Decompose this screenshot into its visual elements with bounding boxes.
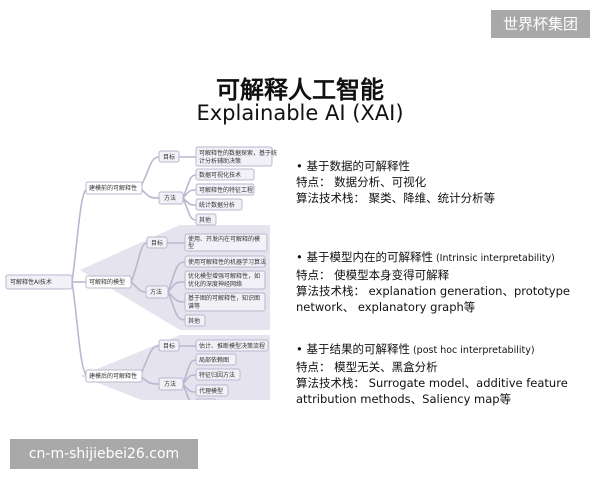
section-post-hoc-heading: • 基于结果的可解释性 (post hoc interpretability)	[296, 341, 596, 359]
branch3-method-1	[195, 353, 237, 366]
branch1-method-4	[195, 213, 217, 226]
branch1-method-1	[195, 168, 255, 181]
branch2-goal-line2: 型	[188, 242, 194, 250]
section-post-hoc-feature: 特点： 模型无关、黑盒分析	[296, 360, 438, 374]
branch3-goal-label: 目标	[163, 342, 175, 350]
branch1-method-label: 方法	[164, 194, 176, 202]
branch1-node	[85, 181, 143, 195]
branch1-goal-line1: 可解释性的数据探索，基于统	[199, 149, 277, 157]
section-data-based-feature: 特点： 数据分析、可视化	[296, 175, 427, 189]
branch3-goal-detail	[195, 339, 269, 352]
branch2-method-3	[184, 292, 266, 312]
branch2-method-1	[184, 255, 266, 268]
branch1-method-3	[195, 198, 243, 211]
branch3-label: 建模后的可解释性	[89, 372, 137, 380]
branch2-method-2-line1: 优化模型增强可解释性，如	[188, 272, 260, 280]
section-post-hoc-heading-en: (post hoc interpretability)	[409, 345, 535, 356]
branch2-goal-node	[146, 236, 168, 249]
branch2-method-label: 方法	[150, 288, 162, 296]
section-post-hoc: • 基于结果的可解释性 (post hoc interpretability) …	[296, 341, 596, 407]
section-intrinsic: • 基于模型内在的可解释性 (Intrinsic interpretabilit…	[296, 249, 596, 315]
edge-root-branch3	[71, 281, 89, 377]
branch1-goal-node	[158, 150, 180, 163]
section-post-hoc-tech: 算法技术栈： Surrogate model、additive feature …	[296, 376, 568, 406]
section-intrinsic-tech: 算法技术栈： explanation generation、prototype …	[296, 284, 570, 314]
section-intrinsic-heading-cn: • 基于模型内在的可解释性	[296, 250, 433, 264]
branch1-goal-detail	[195, 146, 273, 167]
branch2-method-3-line2: 谱等	[188, 302, 200, 310]
branch3-method-1-label: 局部依赖图	[199, 356, 229, 364]
branch3-method-3	[195, 384, 229, 397]
branch3-method-4	[195, 398, 217, 400]
section-data-based-tech: 算法技术栈： 聚类、降维、统计分析等	[296, 191, 496, 205]
branch1-method-1-label: 数据可视化技术	[199, 171, 241, 179]
branch1-method-3-label: 统计数据分析	[199, 201, 235, 209]
branch3-method-3-label: 代理模型	[199, 387, 223, 395]
section-intrinsic-feature: 特点： 使模型本身变得可解释	[296, 268, 450, 282]
branch1-goal-label: 目标	[163, 153, 175, 161]
branch1-label: 建模前的可解释性	[89, 184, 137, 192]
page-subtitle: Explainable AI (XAI)	[196, 101, 404, 125]
section-intrinsic-heading: • 基于模型内在的可解释性 (Intrinsic interpretabilit…	[296, 249, 596, 267]
branch3-method-node	[158, 377, 184, 391]
section-data-based-heading: • 基于数据的可解释性	[296, 159, 410, 173]
brand-badge: 世界杯集团	[491, 10, 590, 38]
branch1-goal-line2: 计分析辅助决策	[199, 157, 241, 165]
branch2-method-node	[145, 285, 169, 299]
mindmap-diagram: 可解释性AI技术 建模前的可解释性 目标 可解释性的数据探索，基于统 计分析辅助…	[5, 146, 277, 400]
branch2-goal-line1: 使用、开发内在可解释的模	[188, 235, 260, 243]
branch2-goal-detail	[184, 233, 268, 252]
branch2-label: 可解释的模型	[89, 278, 125, 286]
branch3-method-2	[195, 368, 241, 381]
branch3-method-2-label: 特征归因方法	[199, 371, 235, 379]
branch3-node	[85, 369, 143, 383]
branch2-node	[85, 275, 132, 289]
watermark-url: cn-m-shijiebei26.com	[10, 439, 198, 469]
root-node-label: 可解释性AI技术	[10, 278, 52, 286]
branch1-method-4-label: 其他	[199, 216, 211, 224]
page-title: 可解释人工智能	[216, 76, 384, 104]
branch2-method-3-line1: 基于图的可解释性，知识图	[188, 294, 260, 302]
section-intrinsic-heading-en: (Intrinsic interpretability)	[432, 253, 555, 264]
branch3-goal-node	[158, 339, 180, 352]
branch1-method-node	[158, 191, 184, 205]
root-node	[5, 274, 73, 290]
branch2-method-4-label: 其他	[188, 317, 200, 325]
branch1-method-2-label: 可解释性的特征工程	[199, 186, 253, 194]
section-post-hoc-heading-cn: • 基于结果的可解释性	[296, 342, 410, 356]
section-data-based: • 基于数据的可解释性 特点： 数据分析、可视化 算法技术栈： 聚类、降维、统计…	[296, 158, 596, 206]
branch2-method-1-label: 使用可解释性的机器学习算法	[188, 258, 266, 266]
branch3-goal-line1: 估计、推断模型决策流程	[199, 342, 265, 350]
branch3-method-label: 方法	[164, 380, 176, 388]
branch2-method-2-line2: 优化的深度神经网络	[188, 280, 242, 288]
branch2-method-4	[184, 314, 206, 327]
branch1-method-2	[195, 183, 255, 196]
branch2-method-2	[184, 270, 266, 290]
branch2-goal-label: 目标	[151, 239, 163, 247]
